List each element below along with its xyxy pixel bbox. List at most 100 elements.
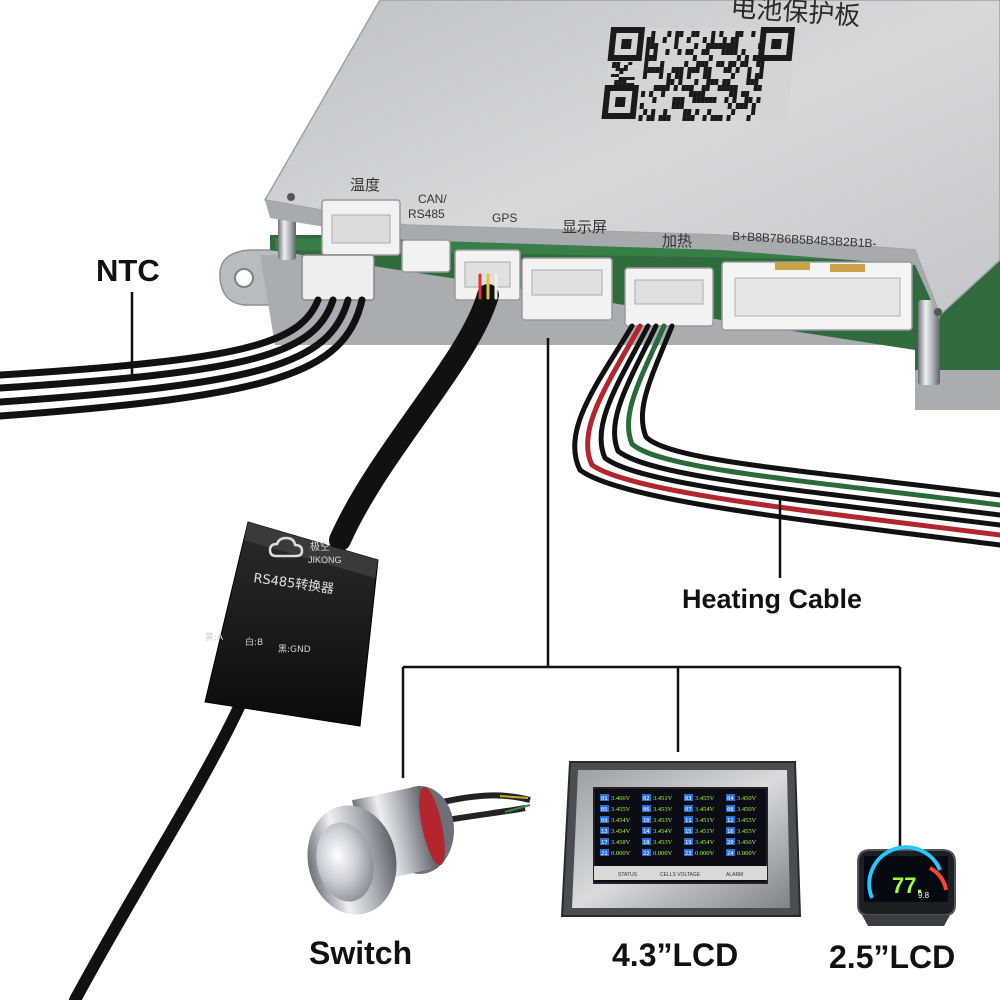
lcd43-cell-voltage: 3.453V	[653, 806, 673, 813]
lcd43-cell-badge	[642, 805, 651, 812]
port-label-temperature: 温度	[350, 176, 380, 194]
converter-pin-gnd: 黑:GND	[278, 644, 311, 655]
lcd43-cell-number: 01	[601, 796, 608, 802]
lcd43-cell-number: 08	[727, 807, 734, 813]
lcd43-cell-number: 12	[727, 818, 734, 824]
ntc-cable-bundle	[0, 254, 375, 420]
converter-brand: JIKONG	[308, 555, 342, 565]
lcd25-label: 2.5”LCD	[829, 939, 955, 975]
lcd43-cell-number: 16	[727, 829, 734, 835]
connector-display	[521, 257, 613, 321]
rs485-converter: 极空 JIKONG RS485转换器 黄:A 白:B 黑:GND	[204, 521, 379, 727]
lcd43-cell-number: 22	[643, 851, 650, 857]
lcd43-cell-badge	[600, 838, 609, 845]
lcd43-cell-voltage: 3.454V	[653, 828, 673, 835]
connector-can-rs485	[401, 239, 451, 273]
lcd43-cell-badge	[684, 794, 693, 801]
lcd43-cell-number: 10	[643, 818, 650, 824]
lcd43-cell-badge	[600, 816, 609, 823]
lcd43-cell-number: 19	[685, 840, 692, 846]
lcd43-cell-number: 23	[685, 851, 692, 857]
push-button-switch	[307, 785, 531, 915]
lcd43-cell-badge	[726, 849, 735, 856]
lcd43-cell-voltage: 3.453V	[653, 839, 673, 846]
lcd43-cell-number: 21	[601, 851, 608, 857]
cloud-logo-icon	[268, 536, 304, 558]
lcd43-cell-badge	[600, 805, 609, 812]
lcd43-cell-badge	[726, 827, 735, 834]
lcd43-cell-voltage: 3.451V	[695, 817, 715, 824]
port-label-heating: 加热	[662, 232, 692, 250]
switch-knob-icon	[316, 822, 374, 902]
lcd43-cell-voltage: 0.000V	[611, 850, 631, 857]
lcd43-cell-badge	[684, 849, 693, 856]
lcd25-value: 77.	[892, 873, 923, 898]
lcd43-cell-voltage: 0.000V	[695, 850, 715, 857]
lcd43-cell-badge	[642, 849, 651, 856]
lcd43-cell-voltage: 3.454V	[695, 806, 715, 813]
lcd43-cell-voltage: 3.455V	[737, 828, 757, 835]
lcd43-cell-number: 14	[643, 829, 650, 835]
lcd43-cell-number: 11	[685, 818, 692, 824]
lcd-2-5-display: 77. 9.8	[857, 845, 956, 926]
lcd43-cell-badge	[684, 838, 693, 845]
mounting-hole-icon	[234, 268, 254, 288]
lcd43-cell-voltage: 3.455V	[611, 806, 631, 813]
lcd43-cell-voltage: 3.454V	[695, 839, 715, 846]
lcd43-cell-voltage: 3.454V	[611, 817, 631, 824]
standoff	[918, 300, 940, 385]
lcd43-cell-number: 15	[685, 829, 692, 835]
lcd43-cell-number: 17	[601, 840, 608, 846]
lcd43-cell-voltage: 3.455V	[695, 795, 715, 802]
lcd43-cell-number: 06	[643, 807, 650, 813]
lcd43-cell-number: 13	[601, 829, 608, 835]
board-top-edge	[265, 200, 940, 320]
port-label-display: 显示屏	[562, 218, 607, 236]
callout-lines	[130, 292, 902, 848]
qr-code	[601, 27, 797, 121]
lcd43-cell-badge	[642, 816, 651, 823]
lcd43-tab-alarm: ALARM	[726, 872, 743, 878]
lcd43-cell-badge	[642, 827, 651, 834]
lcd43-cell-number: 24	[727, 851, 734, 857]
lcd43-cell-number: 02	[643, 796, 650, 802]
lcd43-cell-badge	[684, 805, 693, 812]
lcd43-cell-badge	[726, 805, 735, 812]
lcd43-cell-voltage: 3.454V	[611, 828, 631, 835]
lcd43-cell-voltage: 0.000V	[653, 850, 673, 857]
heating-cable	[572, 323, 1000, 548]
lcd43-cell-badge	[726, 838, 735, 845]
lcd43-cell-number: 09	[601, 818, 608, 824]
lcd43-cell-badge	[642, 838, 651, 845]
lcd43-cell-number: 20	[727, 840, 734, 846]
connector-balance	[721, 261, 913, 331]
port-label-rs485: RS485	[408, 207, 445, 221]
lcd43-cell-badge	[726, 794, 735, 801]
switch-label: Switch	[309, 935, 412, 971]
lcd43-cell-voltage: 3.466V	[611, 795, 631, 802]
lcd43-cell-number: 18	[643, 840, 650, 846]
converter-pin-b: 白:B	[245, 636, 263, 648]
lcd43-cell-number: 03	[685, 796, 692, 802]
lcd43-cell-voltage: 3.455V	[737, 817, 757, 824]
lcd43-cell-number: 04	[727, 796, 734, 802]
connector-temperature	[321, 199, 401, 256]
lcd43-cell-voltage: 3.451V	[695, 828, 715, 835]
rs485-cable	[69, 273, 499, 1000]
port-label-can: CAN/	[418, 192, 447, 206]
heating-cable-label: Heating Cable	[682, 584, 862, 614]
lcd43-cell-voltage: 3.456V	[737, 839, 757, 846]
lcd43-cell-voltage: 3.453V	[653, 817, 673, 824]
lcd43-cell-badge	[684, 827, 693, 834]
ntc-label: NTC	[96, 253, 160, 288]
lcd43-cell-voltage: 3.450V	[737, 806, 757, 813]
lcd43-cell-badge	[642, 794, 651, 801]
lcd43-cell-voltage: 0.000V	[737, 850, 757, 857]
lcd43-cell-voltage: 3.450V	[737, 795, 757, 802]
lcd43-cell-badge	[600, 849, 609, 856]
lcd43-cell-number: 07	[685, 807, 692, 813]
lcd25-small-value: 9.8	[918, 891, 930, 900]
